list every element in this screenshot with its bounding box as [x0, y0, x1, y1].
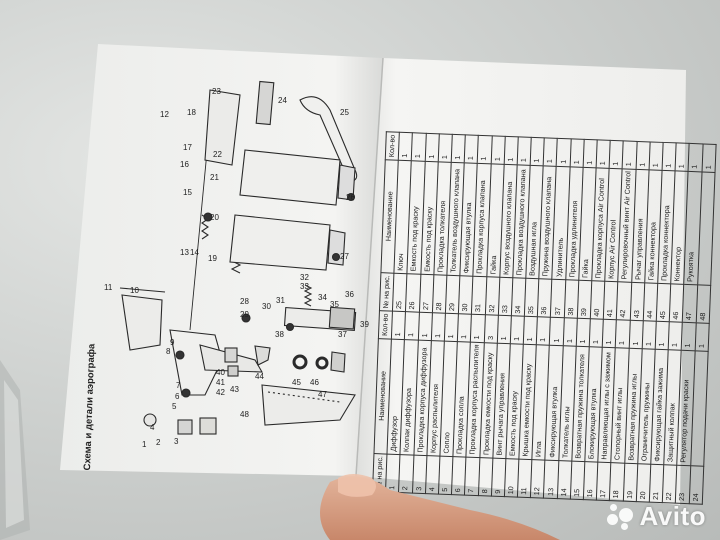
callout-label: 25: [340, 108, 349, 117]
callout-label: 48: [240, 410, 249, 419]
callout-label: 7: [176, 381, 181, 390]
callout-label: 3: [174, 437, 179, 446]
callout-label: 35: [330, 300, 339, 309]
callout-label: 16: [180, 160, 189, 169]
callout-label: 14: [190, 248, 199, 257]
callout-label: 27: [340, 252, 349, 261]
callout-label: 9: [170, 338, 175, 347]
callout-label: 32: [300, 273, 309, 282]
callout-label: 12: [160, 110, 169, 119]
callout-label: 31: [276, 296, 285, 305]
callout-label: 44: [255, 372, 264, 381]
callout-label: 22: [213, 150, 222, 159]
callout-label: 26: [346, 193, 355, 202]
callout-label: 37: [338, 330, 347, 339]
callout-label: 17: [183, 143, 192, 152]
right-page: [356, 58, 686, 505]
callout-label: 45: [292, 378, 301, 387]
callout-label: 39: [360, 320, 369, 329]
callout-label: 15: [183, 188, 192, 197]
callout-label: 40: [216, 368, 225, 377]
callout-label: 46: [310, 378, 319, 387]
callout-label: 36: [345, 290, 354, 299]
callout-label: 23: [212, 87, 221, 96]
avito-logo-icon: [607, 503, 634, 530]
callout-label: 38: [275, 330, 284, 339]
avito-watermark: Avito: [607, 501, 706, 532]
callout-label: 41: [216, 378, 225, 387]
callout-label: 29: [240, 310, 249, 319]
callout-label: 5: [172, 402, 177, 411]
callout-label: 1: [142, 440, 147, 449]
callout-label: 28: [240, 297, 249, 306]
callout-label: 47: [318, 390, 327, 399]
callout-label: 8: [166, 347, 171, 356]
callout-label: 2: [156, 438, 161, 447]
callout-label: 4: [150, 423, 155, 432]
callout-label: 30: [262, 302, 271, 311]
callout-label: 20: [210, 213, 219, 222]
callout-label: 24: [278, 96, 287, 105]
callout-label: 43: [230, 385, 239, 394]
callout-label: 42: [216, 388, 225, 397]
callout-label: 33: [300, 282, 309, 291]
watermark-text: Avito: [639, 501, 706, 531]
callout-label: 19: [208, 254, 217, 263]
callout-label: 18: [187, 108, 196, 117]
callout-label: 34: [318, 293, 327, 302]
callout-label: 13: [180, 248, 189, 257]
callout-label: 21: [210, 173, 219, 182]
callout-label: 6: [175, 392, 180, 401]
callout-label: 10: [130, 286, 139, 295]
glass-object: [0, 360, 30, 540]
callout-label: 11: [104, 283, 113, 292]
